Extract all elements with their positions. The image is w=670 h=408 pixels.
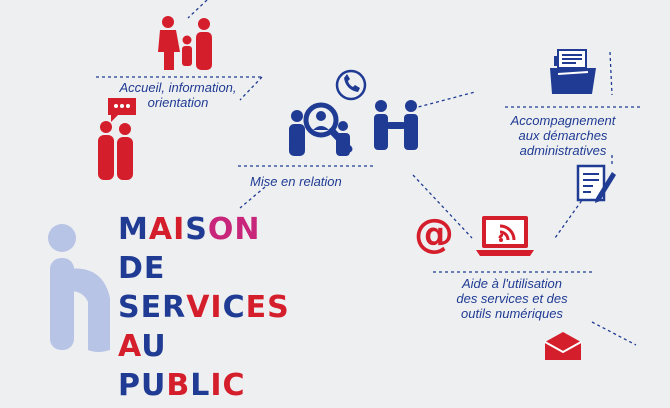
phone-icon	[335, 69, 367, 101]
couple-icon	[98, 121, 133, 180]
title-seg: AI	[148, 212, 186, 247]
label-accueil-line1: Accueil, information,	[119, 80, 237, 95]
title-seg: L	[190, 368, 211, 403]
title-seg: VI	[186, 290, 223, 325]
title-line-1: MAISON	[118, 210, 290, 249]
family-icon	[158, 16, 212, 70]
title-seg: S	[185, 212, 208, 247]
handshake-icon	[374, 100, 418, 150]
line-accompagnement-right	[609, 51, 613, 96]
title-seg: ES	[245, 290, 290, 325]
title-seg: M	[118, 212, 149, 247]
label-mise-en-relation: Mise en relation	[250, 174, 342, 189]
line-top	[187, 0, 208, 19]
label-accompagnement-line1: Accompagnement	[510, 113, 616, 128]
title-seg: ON	[207, 212, 261, 247]
title-line-3: SERVICES	[118, 288, 290, 327]
label-mise-line1: Mise en relation	[250, 174, 342, 189]
chat-bubble-icon	[108, 98, 136, 122]
files-icon	[550, 49, 596, 94]
main-title: MAISON DE SERVICES AU PUBLIC	[118, 210, 290, 405]
line-accueil-to-mise	[239, 76, 263, 101]
title-seg: B	[166, 368, 191, 403]
title-seg: C	[222, 290, 246, 325]
title-seg: A	[118, 329, 142, 364]
label-accueil: Accueil, information, orientation	[92, 80, 264, 110]
laptop-wifi-icon	[476, 216, 534, 256]
label-aide-line3: outils numériques	[461, 306, 563, 321]
line-aide-right	[591, 321, 637, 346]
label-aide-line1: Aide à l'utilisation	[461, 276, 563, 291]
at-sign-icon: @	[414, 211, 454, 257]
title-seg: DE	[118, 251, 166, 286]
title-seg: PU	[118, 368, 167, 403]
title-seg: IC	[210, 368, 246, 403]
line-mise-to-aide	[412, 174, 473, 239]
label-aide-line2: des services et des	[456, 291, 568, 306]
form-pencil-icon	[576, 164, 616, 203]
title-line-4: AU	[118, 327, 290, 366]
label-aide: Aide à l'utilisation des services et des…	[428, 276, 596, 321]
title-line-5: PUBLIC	[118, 366, 290, 405]
title-seg: SER	[118, 290, 187, 325]
label-accompagnement-line3: administratives	[519, 143, 607, 158]
line-form-to-aide	[554, 195, 586, 239]
title-line-2: DE	[118, 249, 290, 288]
magnifier-icon	[289, 102, 353, 156]
label-accompagnement-line2: aux démarches	[518, 128, 608, 143]
line-mise-to-left	[239, 186, 266, 209]
person-figure-icon	[48, 224, 110, 352]
label-accompagnement: Accompagnement aux démarches administrat…	[488, 113, 638, 158]
title-seg: U	[141, 329, 167, 364]
mail-icon	[544, 332, 582, 360]
label-accueil-line2: orientation	[147, 95, 209, 110]
